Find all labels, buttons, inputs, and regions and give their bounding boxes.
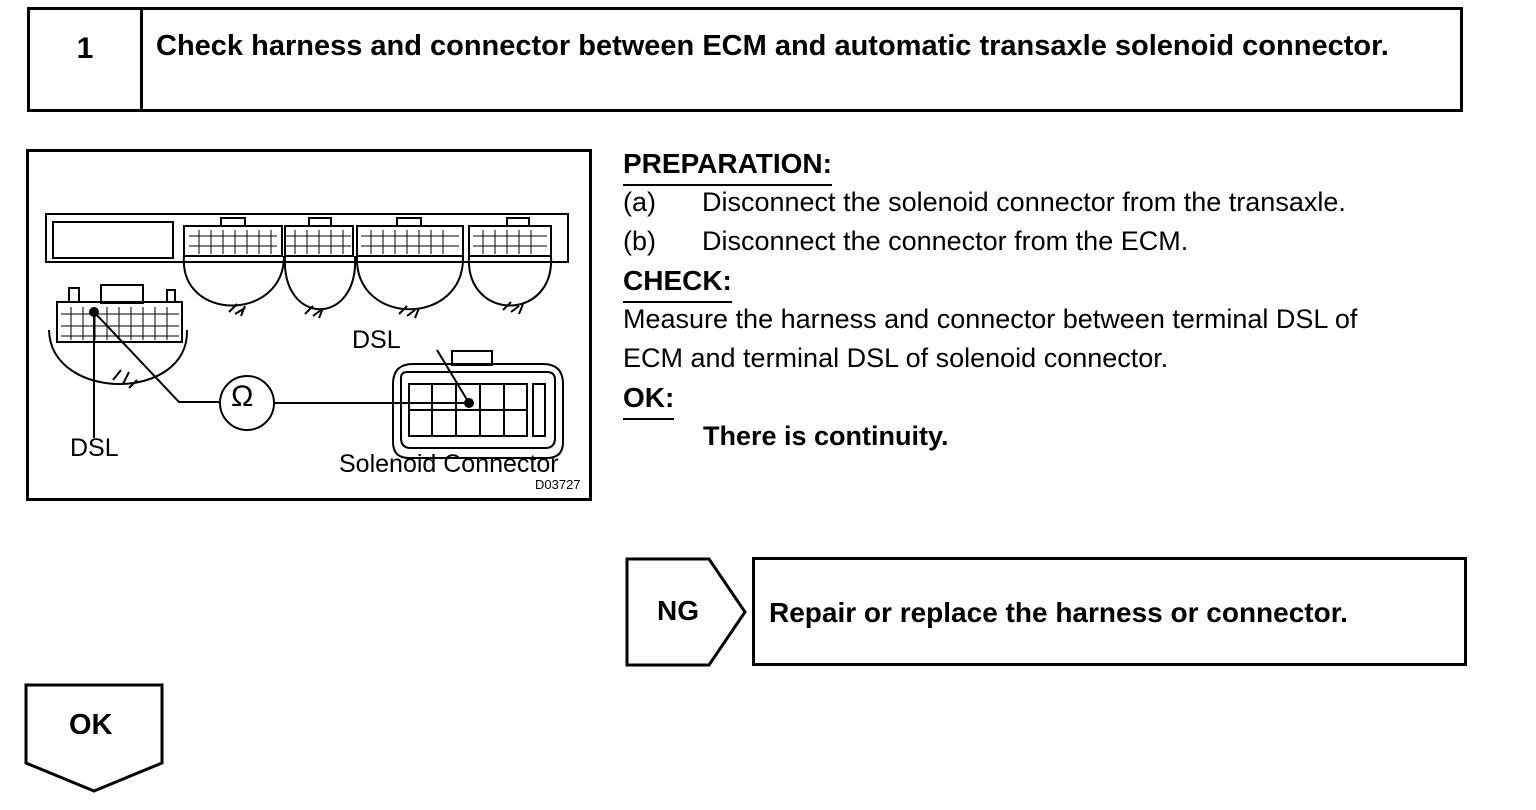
ng-arrow-shape	[625, 557, 747, 667]
ok-flow-label: OK	[69, 709, 113, 741]
step-title: Check harness and connector between ECM …	[156, 30, 1389, 62]
preparation-item: (a)Disconnect the solenoid connector fro…	[623, 187, 1346, 217]
check-heading: CHECK:	[623, 261, 732, 303]
ng-action-box: Repair or replace the harness or connect…	[752, 557, 1467, 666]
dsl-ecm-label: DSL	[70, 434, 119, 462]
ohm-symbol: Ω	[231, 380, 254, 413]
dsl-solenoid-pointer	[436, 349, 470, 404]
ecm-sub-connectors	[183, 217, 552, 257]
harness-loops	[182, 255, 553, 319]
step-header: 1 Check harness and connector between EC…	[27, 7, 1463, 112]
ok-heading: OK:	[623, 378, 675, 420]
figure-code: D03727	[535, 477, 581, 492]
step-number: 1	[30, 10, 143, 109]
check-line: Measure the harness and connector betwee…	[623, 304, 1358, 334]
preparation-item: (b)Disconnect the connector from the ECM…	[623, 226, 1189, 256]
diagram-drawing	[45, 213, 569, 459]
meter-lead-left	[93, 311, 219, 403]
ng-action-text: Repair or replace the harness or connect…	[769, 597, 1348, 628]
dsl-solenoid-label: DSL	[352, 326, 401, 354]
solenoid-connector	[392, 350, 564, 459]
ok-result: There is continuity.	[703, 421, 949, 451]
ok-arrow-shape	[24, 683, 164, 793]
ecm-blank-section	[52, 221, 174, 259]
preparation-heading: PREPARATION:	[623, 144, 832, 186]
solenoid-connector-label: Solenoid Connector	[339, 450, 559, 478]
ng-label: NG	[657, 595, 699, 626]
instructions: PREPARATION: (a)Disconnect the solenoid …	[623, 144, 1503, 456]
check-line: ECM and terminal DSL of solenoid connect…	[623, 343, 1169, 373]
ecm-housing	[45, 213, 569, 263]
ecm-left-connector	[48, 284, 189, 389]
wiring-diagram: DSL DSL Ω Solenoid Connector D03727	[26, 149, 592, 501]
